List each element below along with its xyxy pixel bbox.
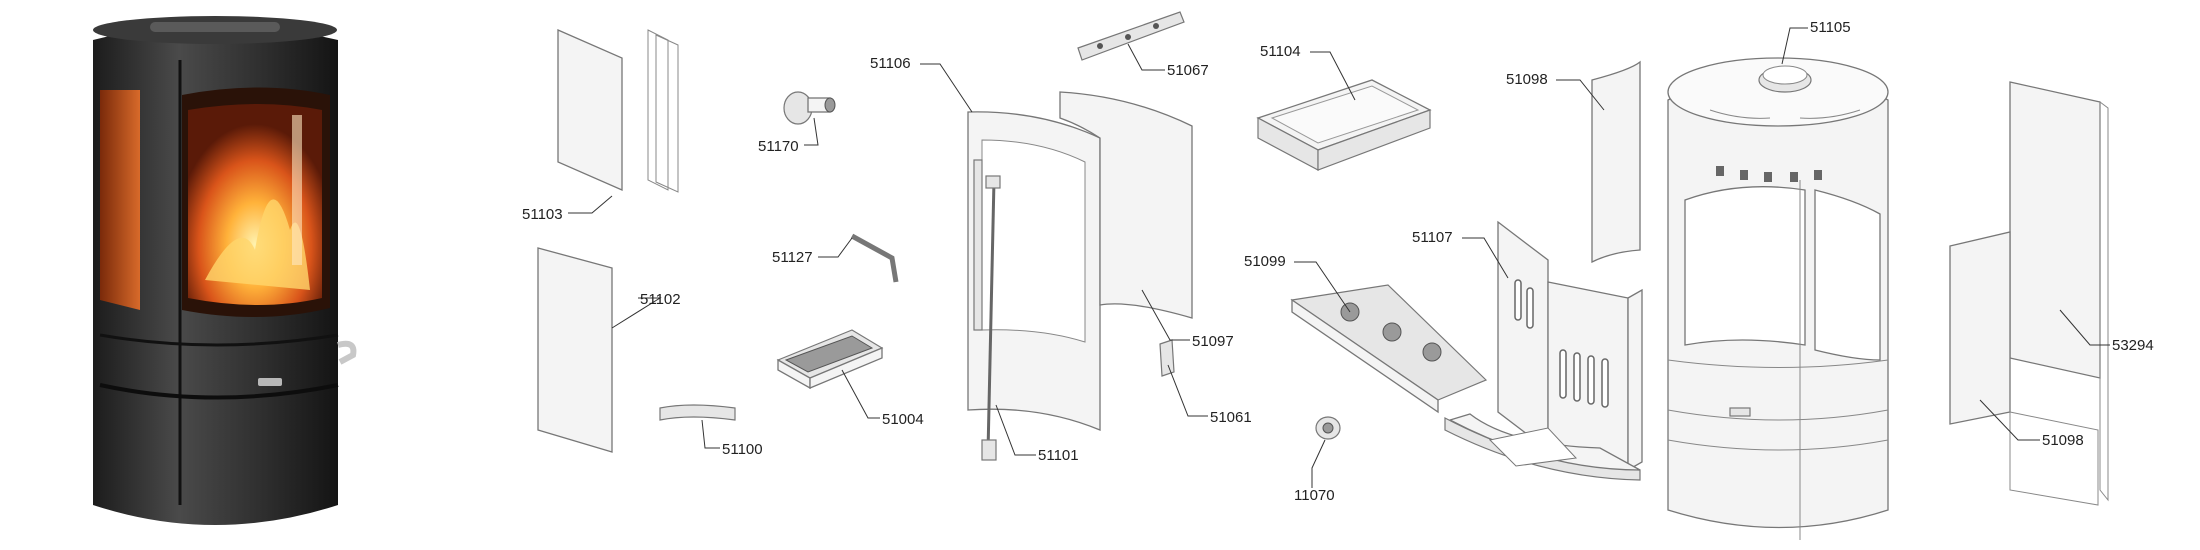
glass-panes-51103: [557, 29, 679, 193]
grate-51004: [776, 329, 884, 390]
panel-51098-right: [1949, 231, 2099, 506]
bar-51100: [659, 404, 736, 421]
nut-11070: [1315, 416, 1341, 440]
part-label: 51061: [1210, 409, 1252, 426]
part-label: 53294: [2112, 337, 2154, 354]
part-label: 51100: [722, 441, 763, 458]
rail-51067: [1077, 11, 1185, 61]
knob-51170: [783, 91, 836, 125]
part-label: 51104: [1260, 43, 1301, 60]
part-label: 51107: [1412, 229, 1453, 246]
part-label: 51099: [1244, 253, 1286, 270]
stove-body-51105: [1667, 57, 1889, 540]
part-labels: 51103 51102 51100 51170 51127 51004 5110…: [522, 19, 2154, 504]
part-label: 51098: [2042, 432, 2084, 449]
rod-51127: [850, 233, 899, 283]
door-rod-51101: [981, 175, 1001, 461]
part-label: 51067: [1167, 62, 1209, 79]
panel-51098-left: [1591, 60, 1641, 264]
plate-51102: [537, 247, 613, 453]
part-label: 51127: [772, 249, 813, 266]
stove-photo: [93, 16, 357, 525]
clip-51061: [1159, 339, 1175, 377]
baffle-51099: [1290, 284, 1488, 414]
part-label: 11070: [1294, 487, 1335, 504]
door-frame-51106: [967, 111, 1101, 431]
ash-tray-51104: [1256, 79, 1432, 171]
part-label: 51101: [1038, 447, 1079, 464]
part-label: 51004: [882, 411, 924, 428]
part-label: 51102: [640, 291, 681, 308]
leader-lines: [568, 27, 2110, 488]
part-label: 51105: [1810, 19, 1851, 36]
part-label: 51170: [758, 138, 799, 155]
part-label: 51106: [870, 55, 911, 72]
part-label: 51097: [1192, 333, 1234, 350]
part-label: 51098: [1506, 71, 1548, 88]
part-label: 51103: [522, 206, 563, 223]
firebox-51107: [1444, 220, 1643, 481]
